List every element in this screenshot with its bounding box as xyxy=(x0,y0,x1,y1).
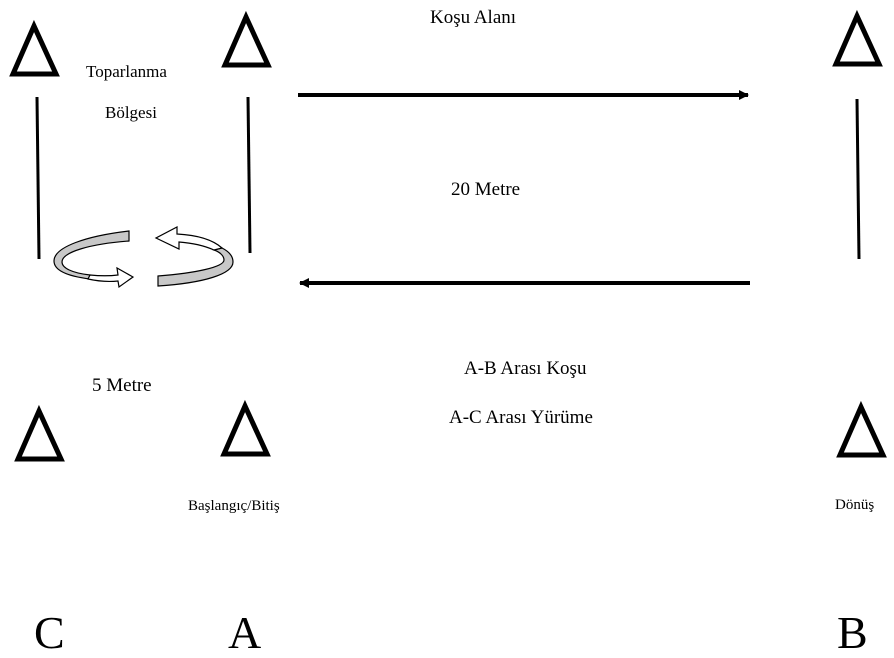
walk-ac-label: A-C Arası Yürüme xyxy=(449,407,593,428)
start-finish-label: Başlangıç/Bitiş xyxy=(188,498,280,514)
turn-label: Dönüş xyxy=(835,497,875,513)
distance-5-label: 5 Metre xyxy=(92,375,152,396)
boundary-line-middle xyxy=(246,96,252,254)
boundary-line-right xyxy=(855,98,861,260)
run-ab-label: A-B Arası Koşu xyxy=(464,358,587,379)
boundary-line-left xyxy=(35,96,41,260)
point-a-label: A xyxy=(228,607,262,658)
distance-20-label: 20 Metre xyxy=(451,179,521,200)
cone-icon-c xyxy=(14,404,65,462)
cone-icon-top-right xyxy=(832,9,883,67)
cone-icon-top-middle xyxy=(221,10,272,68)
cone-icon-b xyxy=(836,400,887,458)
point-b-label: B xyxy=(837,607,868,658)
recovery-zone-label-line1: Toparlanma xyxy=(86,62,167,81)
running-area-label: Koşu Alanı xyxy=(430,7,517,28)
cone-icon-top-left xyxy=(9,19,60,77)
circular-arrows-icon xyxy=(53,226,234,289)
cone-icon-a xyxy=(220,399,271,457)
recovery-zone-label-line2: Bölgesi xyxy=(105,103,157,122)
point-c-label: C xyxy=(34,607,65,658)
